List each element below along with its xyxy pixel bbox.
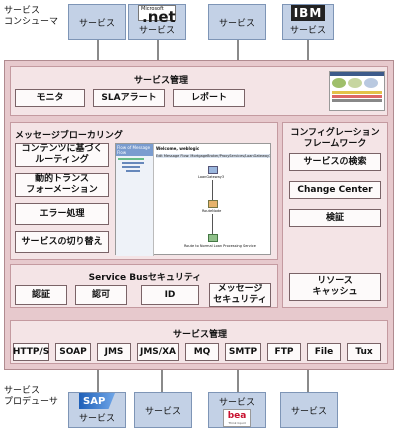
- producer-service-4: サービス: [280, 392, 338, 428]
- connector-line: [97, 38, 99, 60]
- dashboard-thumbnail: [329, 71, 385, 111]
- flow-node-label: RouteNode: [202, 209, 222, 213]
- service-management-bottom: サービス管理 HTTP/S SOAP JMS JMS/XA MQ SMTP FT…: [10, 320, 388, 364]
- bea-logo-text: bea: [227, 410, 247, 421]
- bea-logo: bea Think liquid: [223, 409, 251, 427]
- protocol-soap[interactable]: SOAP: [55, 343, 91, 361]
- dotnet-logo-microsoft: Microsoft: [141, 6, 164, 12]
- connector-line: [307, 370, 309, 392]
- producers-label: サービス プロデューサ: [4, 386, 58, 407]
- flow-node-label: Route to Normal Loan Processing Service: [184, 244, 256, 248]
- service-search-button[interactable]: サービスの検索: [289, 153, 381, 171]
- monitor-button[interactable]: モニタ: [15, 89, 85, 107]
- protocol-https[interactable]: HTTP/S: [13, 343, 49, 361]
- service-label: サービス: [218, 18, 255, 29]
- consumers-label: サービス コンシューマ: [4, 6, 59, 27]
- protocol-ftp[interactable]: FTP: [267, 343, 301, 361]
- sla-alert-button[interactable]: SLAアラート: [93, 89, 165, 107]
- content-routing-button[interactable]: コンテンツに基づく ルーティング: [15, 143, 109, 167]
- error-handling-button[interactable]: エラー処理: [15, 203, 109, 225]
- service-label: サービス: [218, 398, 255, 408]
- message-brokering-title: メッセージブローカリング: [15, 131, 123, 141]
- service-switching-button[interactable]: サービスの切り替え: [15, 231, 109, 253]
- service-label: サービス: [138, 26, 175, 36]
- ibm-logo-text: IBM: [293, 6, 323, 20]
- consumer-service-3: サービス: [208, 4, 266, 40]
- flow-node-icon: [208, 234, 218, 242]
- flow-edge: [212, 214, 213, 234]
- identity-button[interactable]: ID: [141, 285, 199, 305]
- connector-line: [97, 370, 99, 392]
- bea-tagline: Think liquid: [228, 420, 246, 425]
- connector-line: [237, 38, 239, 60]
- report-button[interactable]: レポート: [173, 89, 245, 107]
- protocol-mq[interactable]: MQ: [185, 343, 219, 361]
- flow-edge: [212, 180, 213, 200]
- producer-service-1: SAP サービス: [68, 392, 126, 428]
- change-center-button[interactable]: Change Center: [289, 181, 381, 199]
- dotnet-logo-text: .net: [142, 8, 176, 26]
- connector-line: [307, 38, 309, 60]
- consumer-service-1: サービス: [68, 4, 126, 40]
- validation-button[interactable]: 検証: [289, 209, 381, 227]
- sap-logo: SAP: [79, 393, 115, 409]
- dynamic-transformation-button[interactable]: 動的トランス フォーメーション: [15, 173, 109, 197]
- authentication-button[interactable]: 認証: [15, 285, 67, 305]
- connector-line: [237, 370, 239, 392]
- connector-line: [161, 370, 163, 392]
- flow-node-icon: [208, 200, 218, 208]
- config-framework-frame: コンフィグレーション フレームワーク サービスの検索 Change Center…: [282, 122, 388, 308]
- message-brokering-frame: メッセージブローカリング コンテンツに基づく ルーティング 動的トランス フォー…: [10, 122, 278, 260]
- security-frame: Service Busセキュリティ 認証 認可 ID メッセージ セキュリティ: [10, 264, 278, 308]
- service-management-bottom-title: サービス管理: [172, 330, 227, 340]
- sap-logo-text: SAP: [83, 395, 106, 407]
- service-label: サービス: [290, 406, 327, 417]
- service-label: サービス: [78, 414, 115, 424]
- service-management-top: サービス管理 モニタ SLAアラート レポート: [10, 66, 388, 116]
- flow-tree-title: Flow of Message Flow: [116, 144, 153, 156]
- dotnet-logo: Microsoft .net: [138, 5, 176, 25]
- producer-service-3: サービス bea Think liquid: [208, 392, 266, 428]
- service-label: サービス: [144, 406, 181, 417]
- protocol-jms[interactable]: JMS: [97, 343, 131, 361]
- message-flow-screenshot: Flow of Message Flow Welcome, weblogic E…: [115, 143, 271, 256]
- resource-cache-button[interactable]: リソース キャッシュ: [289, 273, 381, 301]
- consumer-service-4: IBM サービス: [282, 4, 334, 40]
- flow-node-icon: [208, 166, 218, 174]
- service-label: サービス: [289, 26, 326, 36]
- connector-line: [157, 38, 159, 60]
- protocol-jmsxa[interactable]: JMS/XA: [137, 343, 179, 361]
- consumer-service-2: Microsoft .net サービス: [128, 4, 186, 40]
- flow-welcome: Welcome, weblogic: [156, 146, 200, 151]
- protocol-smtp[interactable]: SMTP: [225, 343, 261, 361]
- service-label: サービス: [78, 18, 115, 29]
- producer-service-2: サービス: [134, 392, 192, 428]
- authorization-button[interactable]: 認可: [75, 285, 127, 305]
- protocol-tux[interactable]: Tux: [347, 343, 381, 361]
- message-security-button[interactable]: メッセージ セキュリティ: [209, 283, 271, 307]
- flow-tree-pane: Flow of Message Flow: [116, 144, 154, 256]
- flow-edit-title: Edit Message Flow: MortgageBroker/ProxyS…: [156, 154, 270, 158]
- config-framework-title: コンフィグレーション フレームワーク: [290, 128, 380, 149]
- flow-node-label: LoanGateway3: [198, 175, 225, 179]
- ibm-logo: IBM: [291, 5, 325, 21]
- protocol-file[interactable]: File: [307, 343, 341, 361]
- security-title: Service Busセキュリティ: [88, 273, 202, 283]
- service-management-title: サービス管理: [133, 76, 188, 86]
